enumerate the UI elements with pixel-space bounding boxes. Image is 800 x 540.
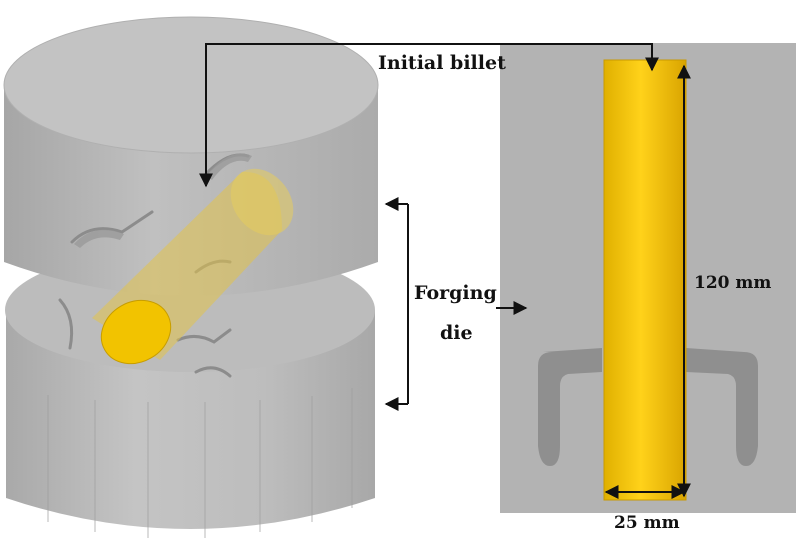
billet-front-view [500, 43, 796, 513]
initial-billet-label: Initial billet [378, 52, 506, 74]
cavity-hook-left [538, 348, 602, 466]
billet-in-die [92, 168, 294, 365]
cavity-hook-right [686, 348, 758, 466]
upper-die [3, 16, 379, 296]
forging-die-bracket [384, 197, 528, 411]
forging-label: Forging [414, 282, 497, 304]
billet-callout-arrow [199, 43, 659, 188]
die-cavity-shadows [74, 153, 252, 248]
die-label: die [440, 322, 473, 344]
billet-cylinder [604, 60, 686, 500]
diameter-label: 25 mm [614, 513, 680, 533]
length-label: 120 mm [694, 273, 772, 293]
die-assembly-3d [3, 16, 379, 538]
